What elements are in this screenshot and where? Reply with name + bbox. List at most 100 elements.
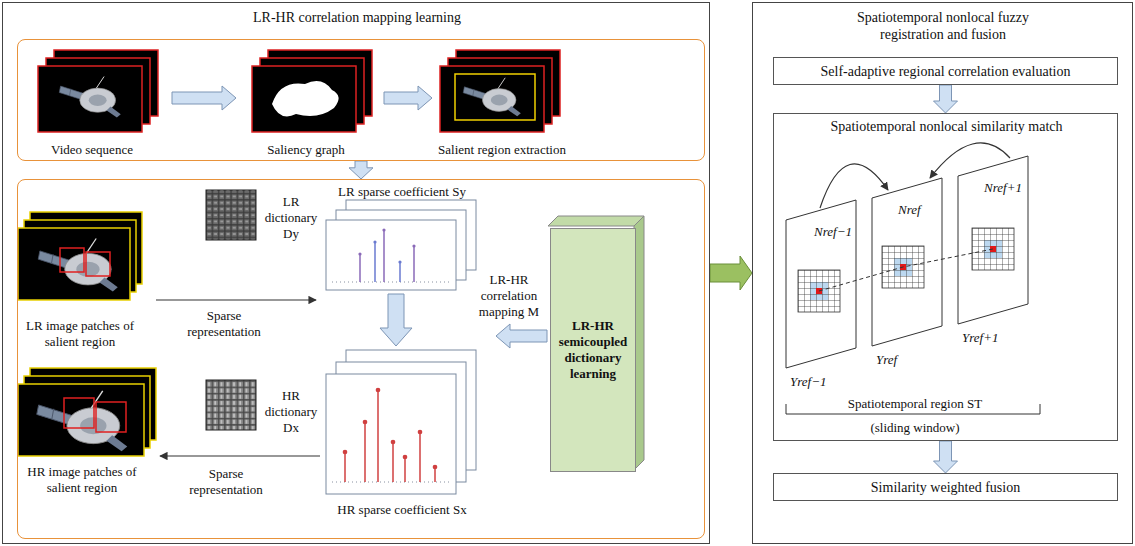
salient-region-stack [440, 66, 544, 132]
lr-coefficient-stack [358, 252, 361, 255]
label-text: Yref+1 [962, 330, 1022, 346]
search-grids [972, 228, 1014, 270]
label-text: LR image patches of salient region [24, 318, 136, 350]
match-curve [930, 143, 1010, 178]
hr-patch-stack [18, 384, 144, 456]
hr-coefficient-stack [392, 442, 394, 482]
label-text: Spatiotemporal nonlocal similarity match [774, 118, 1119, 135]
hr-coefficient-stack [343, 450, 346, 453]
stage-group: Video sequenceSaliency graphSalient regi… [17, 39, 705, 161]
flow-arrow [384, 86, 432, 110]
label-text: LR sparse coefficient Sy [312, 184, 492, 200]
lr-coefficient-stack [399, 262, 401, 282]
panel: LR-HR correlation mapping learningVideo … [2, 2, 710, 544]
saliency-stack [252, 66, 356, 132]
lr-coefficient-stack [383, 230, 385, 282]
hr-patch-stack [96, 402, 126, 432]
label-text: HR dictionary Dx [259, 388, 323, 436]
hr-coefficient-stack [332, 482, 450, 483]
label-text: Similarity weighted fusion [871, 479, 1020, 496]
lr-coefficient-stack [374, 242, 376, 282]
lr-coefficient-stack [413, 246, 415, 282]
lr-coefficient-stack [332, 282, 450, 283]
search-grids [798, 228, 1014, 312]
hr-coefficient-stack [418, 430, 421, 433]
hr-patch-stack [18, 368, 156, 456]
panel: Spatiotemporal nonlocal fuzzy registrati… [752, 2, 1133, 544]
label-text: Yref−1 [790, 374, 850, 390]
saliency-stack [252, 50, 372, 132]
process-box: Similarity weighted fusion [773, 473, 1118, 501]
hr-coefficient-stack [377, 390, 379, 482]
label-text: Self-adaptive regional correlation evalu… [821, 63, 1071, 80]
search-grids [819, 249, 993, 291]
video-sequence-stack [38, 50, 158, 132]
lr-patch-stack [38, 238, 118, 291]
lr-coefficient-stack [373, 240, 376, 243]
process-box: LR-HR semicoupled dictionary learning [550, 228, 636, 472]
label-text: LR dictionary Dy [259, 194, 323, 242]
sparse-arrow [156, 299, 316, 300]
video-frames [872, 178, 942, 346]
label-text: Salient region extraction [422, 142, 582, 158]
mapping-arrow [380, 294, 412, 346]
lr-coefficient-stack [398, 260, 401, 263]
hr-coefficient-stack [404, 457, 406, 482]
label-text: HR image patches of salient region [24, 464, 140, 496]
hr-dictionary-image [206, 380, 256, 430]
label-text: Nref−1 [814, 224, 858, 240]
match-curve [820, 164, 888, 208]
label-text: Yref [876, 352, 936, 368]
hr-coefficient-stack [419, 432, 421, 482]
video-sequence-stack [59, 77, 120, 118]
label-text: LR-HR semicoupled dictionary learning [553, 318, 633, 382]
label-text: Nref [898, 202, 942, 218]
salient-region-stack [440, 50, 560, 132]
label-text: Nref+1 [984, 180, 1028, 196]
stage-group: LR sparse coefficient SyLR dictionary Dy… [17, 179, 705, 539]
hr-coefficient-stack [391, 440, 394, 443]
label-text: LR-HR correlation mapping learning [3, 9, 711, 26]
lr-coefficient-stack [359, 254, 361, 282]
lr-patch-stack [18, 228, 130, 300]
hr-patch-stack [37, 391, 128, 451]
label-text: Spatiotemporal region ST [788, 396, 1042, 412]
video-sequence-stack [38, 66, 142, 132]
label-text: HR sparse coefficient Sx [312, 502, 492, 518]
video-frames [958, 156, 1028, 324]
block-arrow [710, 256, 752, 290]
label-text: Sparse representation [172, 308, 276, 340]
hr-coefficient-stack [363, 420, 366, 423]
hr-coefficient-stack [326, 350, 476, 494]
hr-coefficient-stack [326, 374, 456, 494]
label-text: Sparse representation [174, 466, 278, 498]
lr-coefficient-stack [412, 244, 415, 247]
block-arrow [349, 161, 373, 179]
process-box: Spatiotemporal nonlocal similarity match… [773, 113, 1118, 441]
mapping-arrow [496, 324, 547, 348]
block-arrow [934, 441, 958, 473]
process-box: Self-adaptive regional correlation evalu… [773, 57, 1118, 85]
saliency-stack [272, 81, 339, 116]
hr-coefficient-stack [343, 388, 436, 482]
flow-arrow [172, 86, 236, 110]
label-text: Spatiotemporal nonlocal fuzzy registrati… [833, 9, 1053, 43]
hr-coefficient-stack [344, 452, 346, 482]
label-text: Saliency graph [246, 142, 366, 158]
lr-patch-stack [18, 212, 142, 300]
hr-coefficient-stack [433, 465, 436, 468]
hr-coefficient-stack [403, 455, 406, 458]
lr-coefficient-stack [326, 220, 456, 290]
lr-coefficient-stack [382, 228, 385, 231]
lr-patch-stack [60, 248, 84, 272]
salient-region-stack [463, 78, 521, 116]
lr-coefficient-stack [326, 200, 476, 290]
video-frames [786, 156, 1028, 368]
hr-patch-stack [64, 398, 94, 428]
hr-coefficient-stack [364, 422, 366, 482]
salient-region-stack [455, 74, 535, 120]
lr-patch-stack [86, 252, 110, 276]
sparse-arrow [160, 455, 320, 456]
lr-dictionary-image [206, 190, 256, 240]
